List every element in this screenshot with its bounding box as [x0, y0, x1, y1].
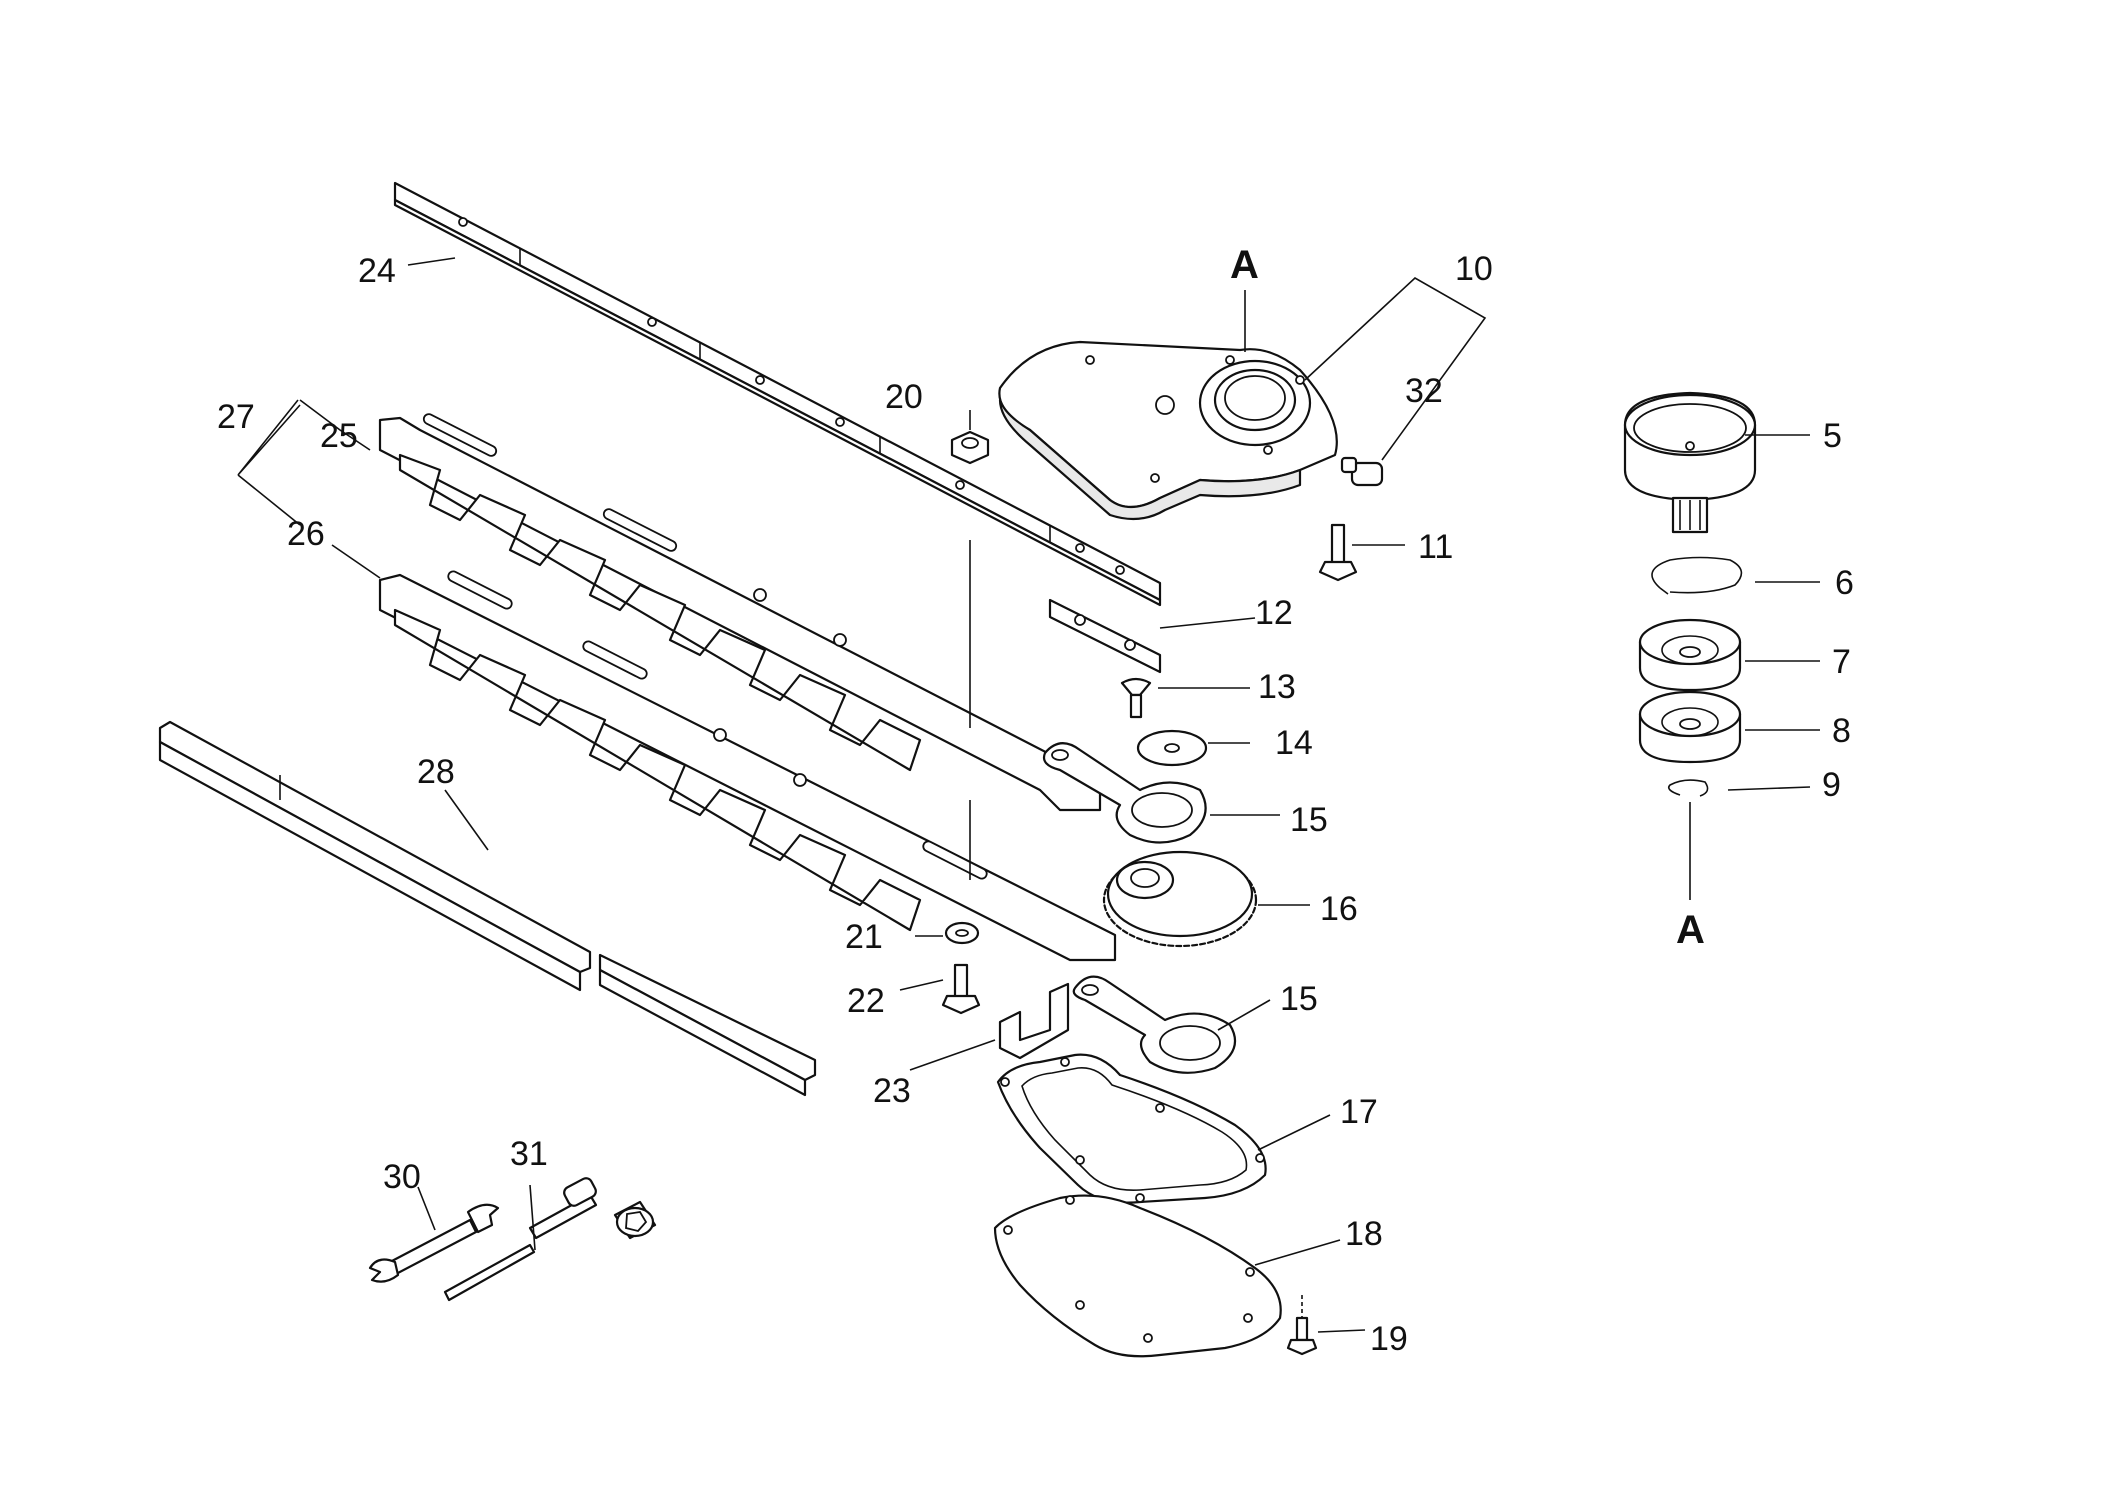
part-18-cover-plate — [993, 1194, 1282, 1358]
part-15-connecting-rod-lower — [1072, 975, 1237, 1074]
callout-21: 21 — [845, 918, 883, 956]
callout-12: 12 — [1255, 594, 1293, 632]
callout-32: 32 — [1405, 372, 1443, 410]
callout-7: 7 — [1832, 643, 1851, 681]
view-label-a-top: A — [1230, 243, 1259, 287]
part-10-gear-case — [998, 340, 1338, 521]
callout-20: 20 — [885, 378, 923, 416]
part-25-upper-blade — [378, 413, 1102, 812]
part-32-plug — [1340, 456, 1384, 487]
part-17-gasket — [996, 1053, 1267, 1204]
callout-18: 18 — [1345, 1215, 1383, 1253]
callout-28: 28 — [417, 753, 455, 791]
part-28-blade-cover — [158, 720, 817, 1097]
part-9-snap-ring — [1667, 779, 1709, 797]
part-30-wrench — [368, 1203, 500, 1283]
leader-lines — [237, 257, 1820, 1333]
callout-24: 24 — [358, 252, 396, 290]
part-7-bearing — [1638, 618, 1742, 692]
part-20-nut — [950, 430, 990, 465]
part-23-bracket — [998, 982, 1070, 1060]
part-31-tool-set — [443, 1177, 657, 1302]
part-14-washer — [1136, 729, 1208, 767]
callout-19: 19 — [1370, 1320, 1408, 1358]
callout-11: 11 — [1418, 528, 1453, 566]
part-12-plate — [1048, 598, 1162, 674]
callout-labels: 24 A 10 32 20 27 25 26 11 12 13 14 28 15… — [217, 243, 1854, 1358]
part-26-lower-blade — [378, 570, 1117, 962]
part-13-screw — [1120, 677, 1152, 719]
part-5-clutch-drum — [1623, 391, 1757, 534]
callout-23: 23 — [873, 1072, 911, 1110]
callout-13: 13 — [1258, 668, 1296, 706]
callout-9: 9 — [1822, 766, 1841, 804]
callout-16: 16 — [1320, 890, 1358, 928]
callout-27: 27 — [217, 398, 255, 436]
part-16-gear — [1102, 850, 1258, 948]
view-label-a-bottom: A — [1676, 908, 1705, 952]
part-6-retaining-ring — [1651, 556, 1743, 595]
part-22-bolt — [941, 963, 981, 1015]
callout-26: 26 — [287, 515, 325, 553]
part-21-washer — [944, 921, 980, 945]
part-24-blade-spine — [393, 181, 1162, 607]
callout-31: 31 — [510, 1135, 548, 1173]
callout-25: 25 — [320, 417, 358, 455]
callout-6: 6 — [1835, 564, 1854, 602]
callout-22: 22 — [847, 982, 885, 1020]
callout-17: 17 — [1340, 1093, 1378, 1131]
part-15-connecting-rod-upper — [1042, 742, 1207, 844]
part-8-bearing — [1638, 690, 1742, 764]
callout-5: 5 — [1823, 417, 1842, 455]
callout-15-upper: 15 — [1290, 801, 1328, 839]
part-11-bolt — [1318, 523, 1358, 582]
callout-10: 10 — [1455, 250, 1493, 288]
callout-30: 30 — [383, 1158, 421, 1196]
callout-15-lower: 15 — [1280, 980, 1318, 1018]
callout-14: 14 — [1275, 724, 1313, 762]
callout-8: 8 — [1832, 712, 1851, 750]
part-19-screw — [1286, 1295, 1318, 1356]
